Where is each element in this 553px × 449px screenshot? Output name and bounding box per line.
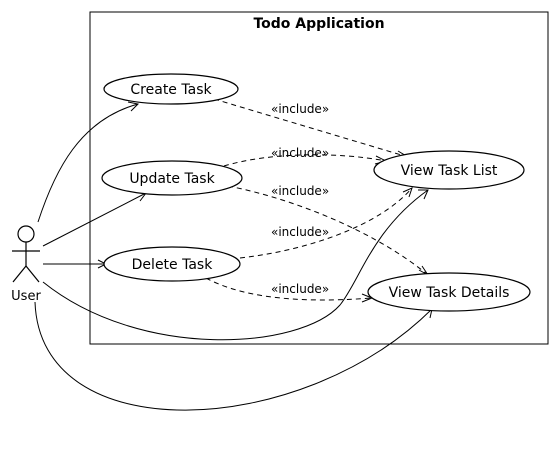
use-case-delete-task: Delete Task [103, 246, 241, 282]
actor-user: User [11, 225, 41, 304]
association-update [42, 192, 147, 247]
include-delete-list [239, 187, 413, 259]
include-label-delete-details: «include» [271, 282, 329, 296]
include-label-create-list: «include» [271, 102, 329, 116]
include-update-list [223, 154, 387, 167]
actor-label: User [11, 289, 41, 304]
use-case-label: Create Task [130, 82, 212, 98]
use-case-view-task-list: View Task List [373, 150, 525, 190]
use-case-update-task: Update Task [101, 160, 243, 196]
use-case-label: Update Task [129, 171, 215, 187]
include-update-details [227, 185, 429, 276]
actor-leg-left [12, 265, 27, 283]
include-create-list [213, 98, 409, 158]
actor-leg-right [25, 265, 40, 283]
association-create [37, 103, 139, 223]
association-list-arrow [418, 189, 429, 200]
system-title: Todo Application [253, 16, 384, 32]
stereotype-labels: «include» «include» «include» «include» … [271, 102, 329, 296]
include-label-delete-list: «include» [271, 225, 329, 239]
use-case-label: View Task Details [389, 285, 510, 301]
association-details [34, 301, 433, 411]
association-list [42, 189, 429, 341]
use-case-label: View Task List [401, 163, 498, 179]
use-case-create-task: Create Task [103, 73, 239, 105]
association-create-arrow [127, 101, 140, 112]
actor-head-icon [17, 225, 35, 243]
include-label-update-details: «include» [271, 184, 329, 198]
include-delete-list-arrow [402, 187, 413, 198]
include-relations [205, 98, 429, 303]
include-delete-details [205, 277, 373, 301]
use-case-label: Delete Task [132, 257, 214, 273]
include-label-update-list: «include» [271, 146, 329, 160]
use-case-view-task-details: View Task Details [367, 272, 531, 312]
